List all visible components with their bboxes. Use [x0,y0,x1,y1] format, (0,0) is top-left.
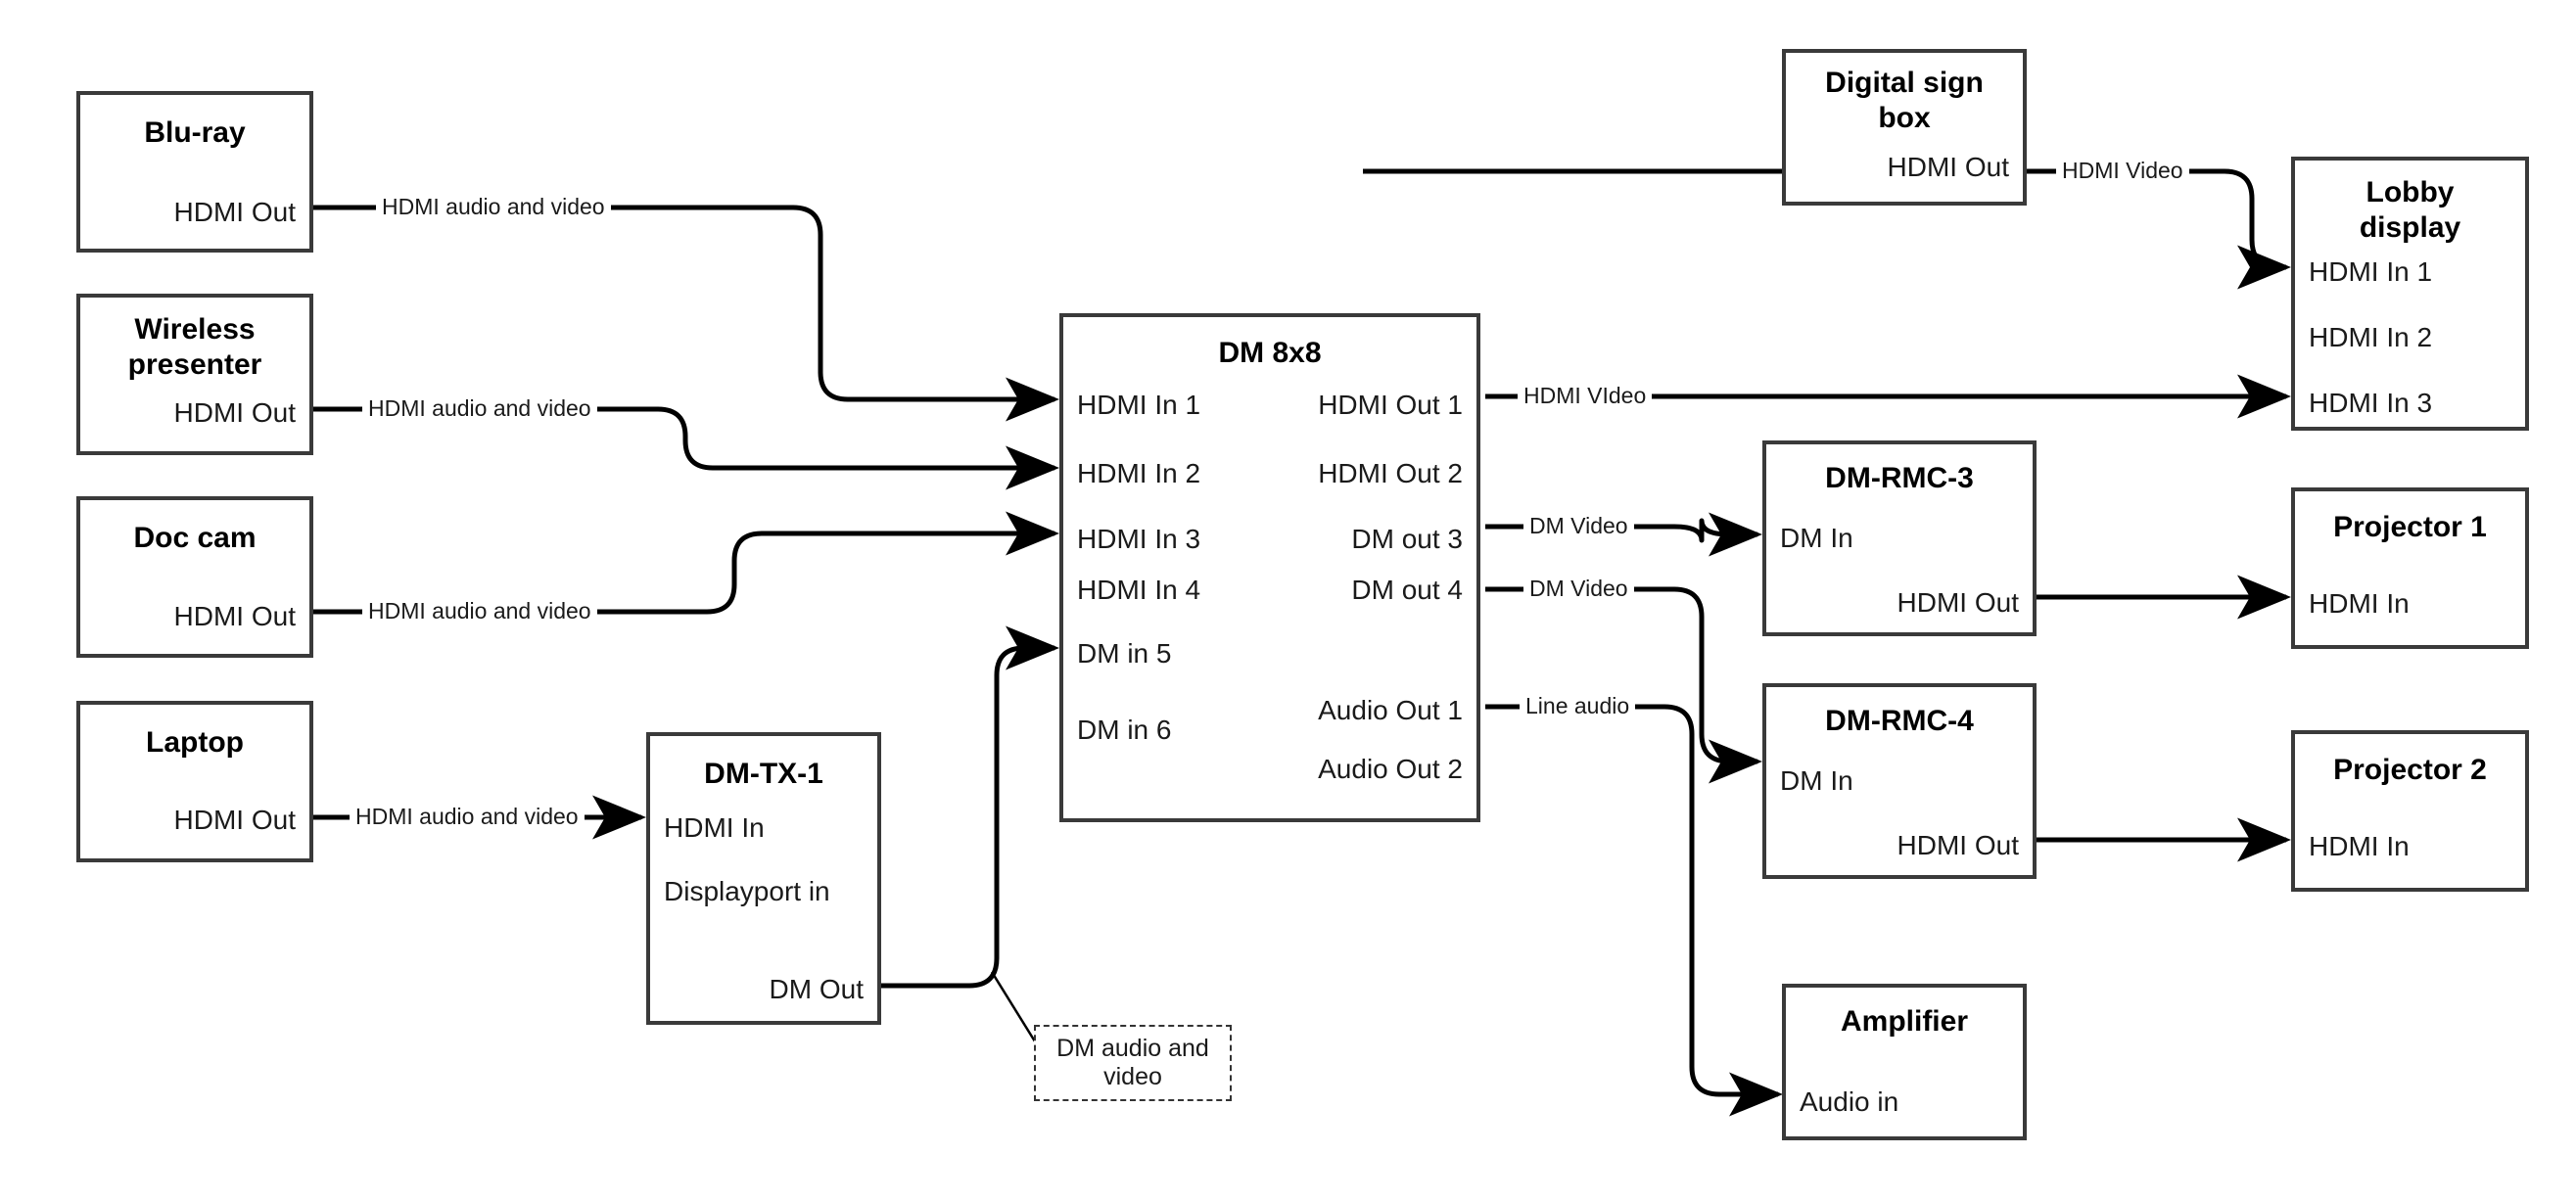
device-box-doc-cam[interactable]: Doc cam HDMI Out [76,496,313,658]
device-title-digital-sign-box-line1: Digital sign [1825,67,1984,99]
device-box-bluray[interactable]: Blu-ray HDMI Out [76,91,313,253]
note-dm-audio-and-video: DM audio and video [1034,1025,1232,1101]
wire-label-dm8x8-dmout4-to-rmc4: DM Video [1523,577,1634,600]
port-dm-rmc-4-hdmi-out: HDMI Out [1897,830,2019,860]
device-title-dm-rmc-3: DM-RMC-3 [1825,462,1974,494]
port-lobby-display-hdmi-in-2: HDMI In 2 [2309,322,2433,352]
port-dm-8x8-hdmi-out-1: HDMI Out 1 [1318,390,1463,420]
port-digital-sign-box-hdmi-out: HDMI Out [1887,152,2009,182]
port-dm-8x8-dm-in-6: DM in 6 [1077,715,1172,745]
device-box-projector-2[interactable]: Projector 2 HDMI In [2291,730,2529,892]
device-box-dm-rmc-4[interactable]: DM-RMC-4 DM In HDMI Out [1762,683,2037,879]
port-dm-8x8-dm-out-3: DM out 3 [1351,524,1463,554]
port-dm-8x8-hdmi-in-1: HDMI In 1 [1077,390,1201,420]
device-box-laptop[interactable]: Laptop HDMI Out [76,701,313,862]
port-lobby-display-hdmi-in-1: HDMI In 1 [2309,256,2433,287]
device-box-dm-8x8[interactable]: DM 8x8 HDMI In 1 HDMI In 2 HDMI In 3 HDM… [1059,313,1480,822]
wire-label-dm8x8-audioout1-to-amplifier: Line audio [1520,695,1636,717]
port-amplifier-audio-in: Audio in [1800,1086,1899,1117]
port-laptop-hdmi-out: HDMI Out [173,805,296,835]
port-dm-8x8-audio-out-2: Audio Out 2 [1318,754,1463,784]
port-projector-1-hdmi-in: HDMI In [2309,588,2410,619]
device-box-projector-1[interactable]: Projector 1 HDMI In [2291,487,2529,649]
device-title-dm-8x8: DM 8x8 [1218,337,1322,369]
device-title-wireless-presenter-line2: presenter [127,348,262,381]
device-box-dm-rmc-3[interactable]: DM-RMC-3 DM In HDMI Out [1762,440,2037,636]
device-title-wireless-presenter-line1: Wireless [134,313,256,346]
port-dm-8x8-dm-in-5: DM in 5 [1077,638,1172,669]
device-title-dm-tx-1: DM-TX-1 [704,758,823,790]
device-title-laptop: Laptop [146,726,244,759]
wire-label-laptop-to-dmtx1: HDMI audio and video [350,806,585,828]
device-title-amplifier: Amplifier [1840,1005,1969,1038]
wire-label-bluray-to-dm8x8: HDMI audio and video [376,196,611,218]
device-title-bluray: Blu-ray [144,116,246,149]
wire-dmtx1-to-dm8x8 [881,625,1059,989]
port-doc-cam-hdmi-out: HDMI Out [173,601,296,631]
port-dm-8x8-hdmi-in-4: HDMI In 4 [1077,575,1201,605]
device-title-dm-rmc-4: DM-RMC-4 [1825,705,1974,737]
device-title-projector-1: Projector 1 [2333,511,2487,543]
port-bluray-hdmi-out: HDMI Out [173,197,296,227]
device-box-dm-tx-1[interactable]: DM-TX-1 HDMI In Displayport in DM Out [646,732,881,1025]
wire-label-signbox-to-lobby: HDMI Video [2056,160,2189,182]
wire-bluray-to-dm8x8 [313,205,1059,422]
port-dm-tx-1-displayport-in: Displayport in [664,876,830,906]
device-title-lobby-display-line2: display [2359,211,2461,244]
port-projector-2-hdmi-in: HDMI In [2309,831,2410,861]
port-dm-rmc-4-dm-in: DM In [1780,765,1853,796]
port-dm-tx-1-hdmi-in: HDMI In [664,812,765,843]
port-dm-8x8-audio-out-1: Audio Out 1 [1318,695,1463,725]
device-title-projector-2: Projector 2 [2333,754,2487,786]
wire-label-doccam-to-dm8x8: HDMI audio and video [362,600,597,623]
port-dm-8x8-hdmi-in-2: HDMI In 2 [1077,458,1201,488]
device-box-wireless-presenter[interactable]: Wireless presenter HDMI Out [76,294,313,455]
wire-dm8x8-audioout1-to-amplifier [1485,704,1783,1117]
wire-label-dm8x8-hdmiout1-to-lobby: HDMI VIdeo [1518,385,1653,407]
port-dm-rmc-3-hdmi-out: HDMI Out [1897,587,2019,618]
leader-line-dm-audio-video-note [990,971,1037,1042]
port-dm-rmc-3-dm-in: DM In [1780,523,1853,553]
device-title-lobby-display-line1: Lobby [2365,176,2455,208]
port-dm-tx-1-dm-out: DM Out [769,974,864,1004]
port-dm-8x8-hdmi-out-2: HDMI Out 2 [1318,458,1463,488]
port-dm-8x8-hdmi-in-3: HDMI In 3 [1077,524,1201,554]
device-box-digital-sign-box[interactable]: Digital sign box HDMI Out [1782,49,2027,206]
wire-label-dm8x8-dmout3-to-rmc3: DM Video [1523,515,1634,537]
port-lobby-display-hdmi-in-3: HDMI In 3 [2309,388,2433,418]
device-box-lobby-display[interactable]: Lobby display HDMI In 1 HDMI In 2 HDMI I… [2291,157,2529,431]
device-title-digital-sign-box-line2: box [1878,102,1931,134]
port-dm-8x8-dm-out-4: DM out 4 [1351,575,1463,605]
device-box-amplifier[interactable]: Amplifier Audio in [1782,984,2027,1140]
device-title-doc-cam: Doc cam [133,522,257,554]
wire-label-wireless-to-dm8x8: HDMI audio and video [362,397,597,420]
wire-dm8x8-dmout4-to-rmc4 [1485,586,1762,784]
port-wireless-presenter-hdmi-out: HDMI Out [173,397,296,428]
